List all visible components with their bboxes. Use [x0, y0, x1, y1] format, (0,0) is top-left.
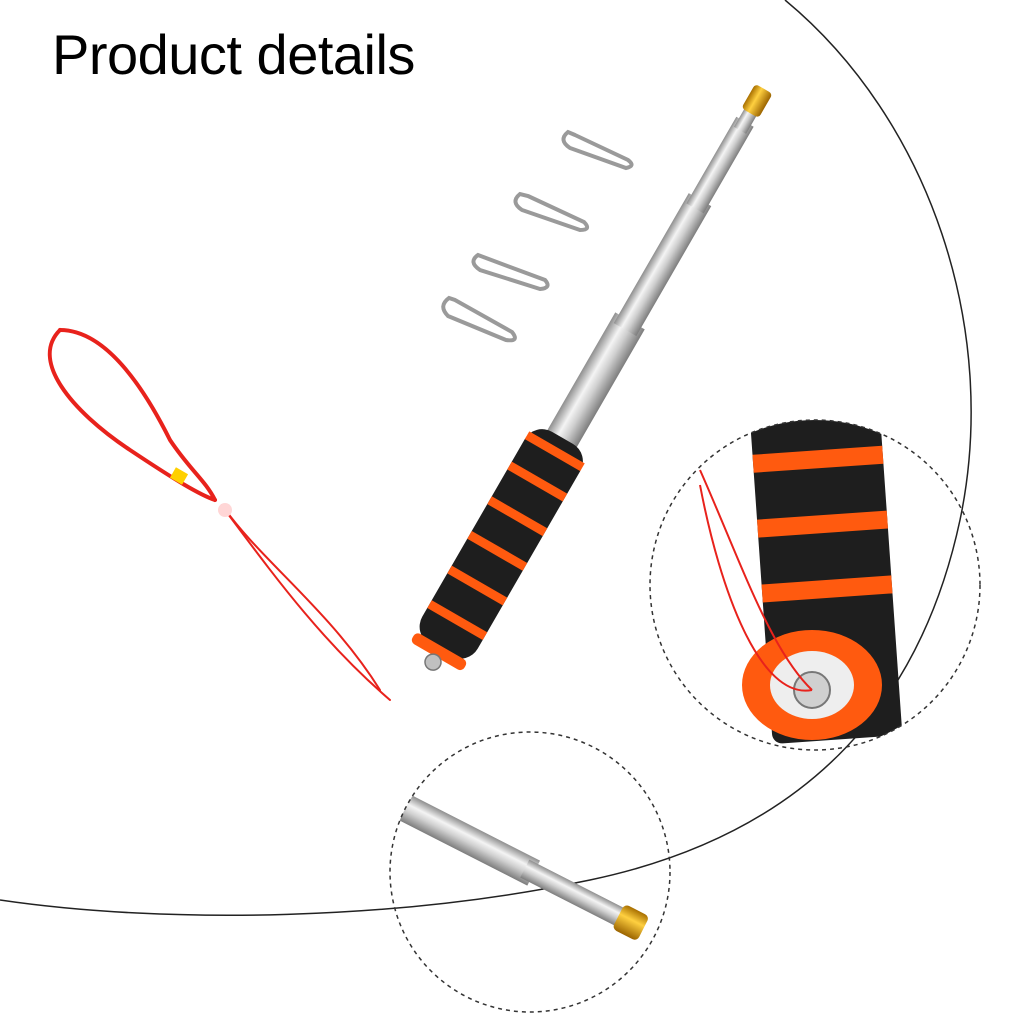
- background-arc: [0, 0, 972, 917]
- spring-clip-icon: [441, 129, 634, 343]
- lanyard-icon: [47, 328, 391, 701]
- page-title: Product details: [52, 23, 415, 86]
- telescopic-pointer-icon: [411, 85, 772, 671]
- tip-detail-icon: [389, 731, 671, 1013]
- handle-end-detail-icon: [649, 419, 981, 751]
